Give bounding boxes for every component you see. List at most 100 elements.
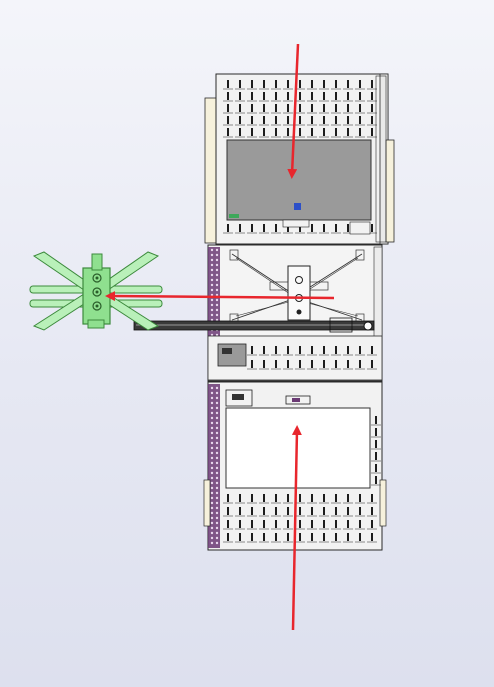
roller [359,507,361,515]
roller [239,128,241,136]
roller [239,116,241,124]
roller [299,224,301,232]
roller [263,224,265,232]
roller [263,494,265,502]
roller [275,224,277,232]
roller [263,360,265,368]
roller [263,533,265,541]
roller [287,128,289,136]
roller [299,80,301,88]
roller [275,80,277,88]
right-rail-upper [375,75,387,243]
roller [347,346,349,354]
roller [275,520,277,528]
roller [239,507,241,515]
roller [347,494,349,502]
roller [227,128,229,136]
roller [335,104,337,112]
roller [347,520,349,528]
roller [347,360,349,368]
roller [227,533,229,541]
roller [371,494,373,502]
roller [299,533,301,541]
roller [347,92,349,100]
roller [311,224,313,232]
roller [359,128,361,136]
roller [287,104,289,112]
roller [287,533,289,541]
roller [239,224,241,232]
roller [375,416,377,424]
roller [299,346,301,354]
roller [359,520,361,528]
roller [347,128,349,136]
roller [347,224,349,232]
roller [299,116,301,124]
roller [251,104,253,112]
roller [335,533,337,541]
tray-id-marker [294,203,301,210]
roller [299,494,301,502]
roller [311,507,313,515]
roller-grid-lower [223,416,381,543]
roller [335,80,337,88]
roller [335,92,337,100]
roller [323,520,325,528]
roller [251,224,253,232]
roller [287,507,289,515]
roller [335,507,337,515]
roller [311,92,313,100]
roller [251,494,253,502]
roller [275,116,277,124]
flow-arrow-up-icon [291,425,302,631]
roller [287,346,289,354]
roller [239,80,241,88]
roller [299,520,301,528]
roller [359,116,361,124]
roller [323,116,325,124]
roller [323,128,325,136]
roller [311,494,313,502]
roller [323,92,325,100]
roller-grid-upper [223,80,377,234]
roller [359,80,361,88]
roller [323,507,325,515]
roller [251,520,253,528]
roller [275,92,277,100]
roller [359,533,361,541]
roller [227,116,229,124]
roller [323,346,325,354]
upper-conveyor-module [204,73,395,245]
roller [251,80,253,88]
roller [251,533,253,541]
roller [323,104,325,112]
roller [299,104,301,112]
roller [239,533,241,541]
roller [287,494,289,502]
roller [371,128,373,136]
roller [347,104,349,112]
roller [239,104,241,112]
roller [239,520,241,528]
roller [335,116,337,124]
roller [323,224,325,232]
roller [371,224,373,232]
roller [299,507,301,515]
roller [311,533,313,541]
roller [239,494,241,502]
roller [335,224,337,232]
gripper-end-effector [29,251,163,331]
roller [299,360,301,368]
flow-arrow-down-icon [287,43,300,179]
roller [359,104,361,112]
roller [251,507,253,515]
roller [275,360,277,368]
roller [275,346,277,354]
roller [371,80,373,88]
roller-grid-middle [247,346,377,370]
roller [275,494,277,502]
roller [311,128,313,136]
roller [323,80,325,88]
roller [323,494,325,502]
